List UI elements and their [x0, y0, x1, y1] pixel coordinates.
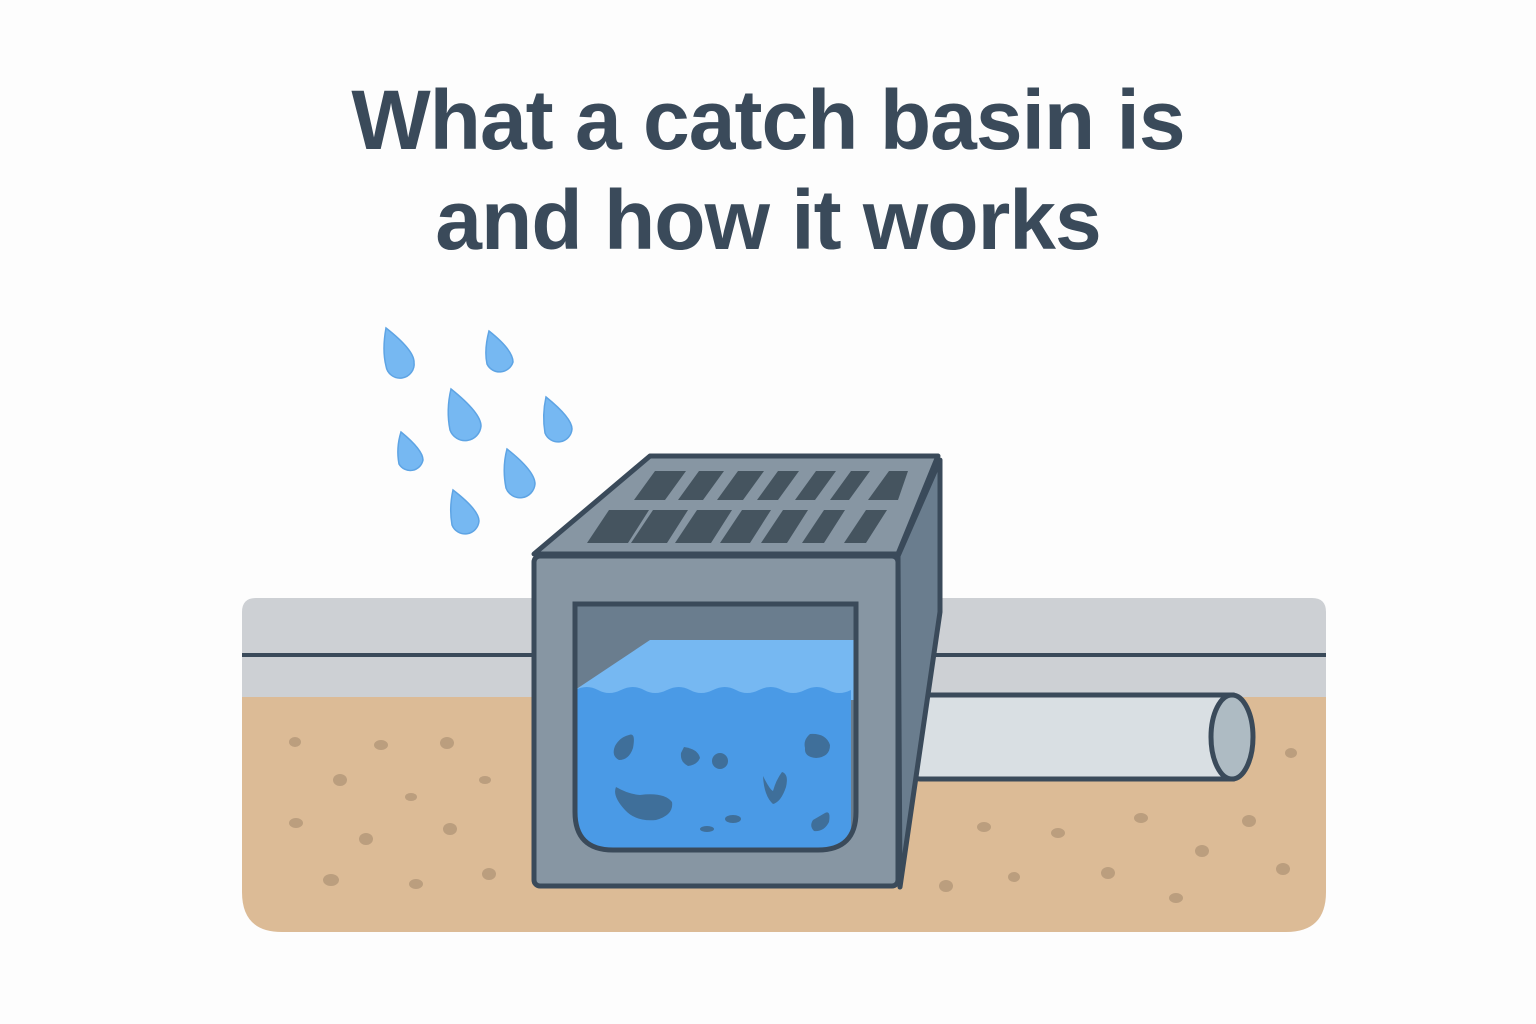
debris: [613, 733, 830, 832]
rain-drops: [383, 326, 573, 535]
title-line-2: and how it works: [435, 173, 1101, 267]
water: [575, 687, 851, 850]
rain-drop-icon: [542, 395, 573, 443]
title-line-1: What a catch basin is: [351, 73, 1185, 167]
pipe-opening: [1208, 692, 1256, 782]
water-surface: [575, 640, 856, 700]
rain-drop-icon: [503, 447, 536, 499]
soil-pebbles: [289, 737, 1297, 903]
rain-drop-icon: [447, 387, 482, 442]
water-chamber: [572, 601, 859, 853]
chamber-outline: [572, 601, 859, 853]
rain-drop-icon: [449, 488, 480, 535]
grate-slots: [587, 471, 908, 543]
rain-drop-icon: [383, 326, 415, 379]
outlet-pipe: [903, 692, 1256, 782]
rain-drop-icon: [397, 430, 424, 472]
rain-drop-icon: [485, 329, 514, 373]
catch-basin: [531, 453, 943, 890]
page-title: What a catch basin is and how it works: [0, 70, 1536, 270]
